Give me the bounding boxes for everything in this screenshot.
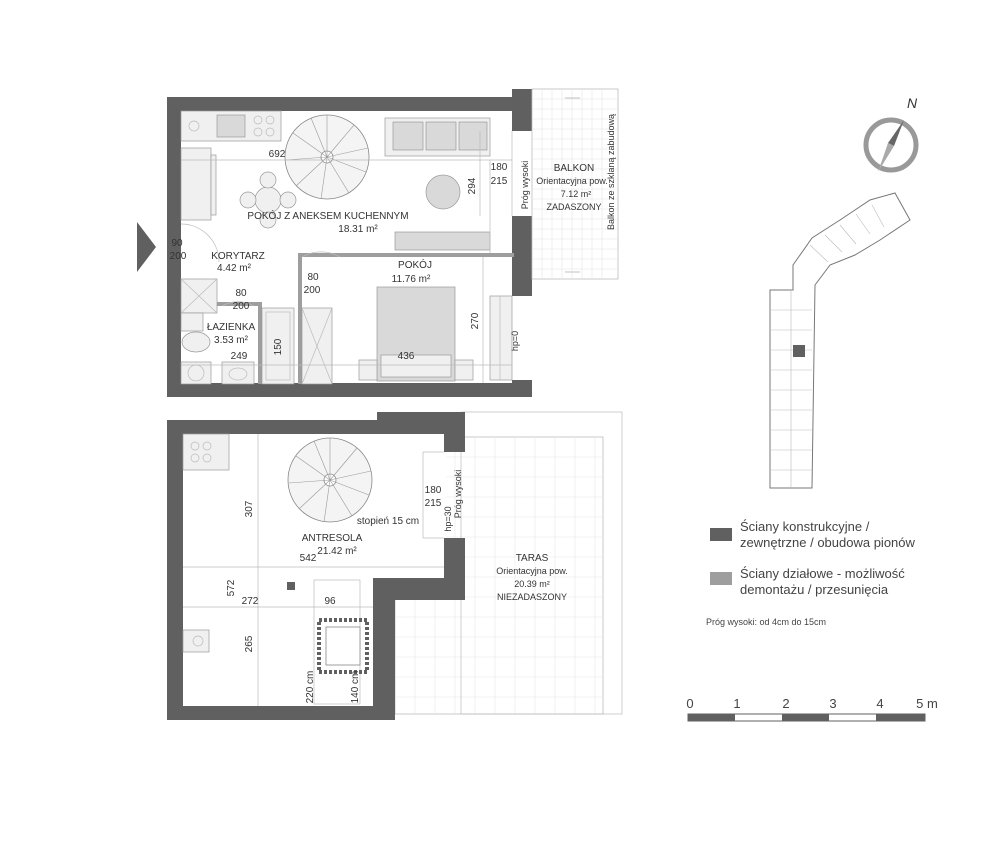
room-name: POKÓJ xyxy=(398,258,432,271)
scale-tick-3: 3 xyxy=(829,696,836,711)
room-area: 11.76 m² xyxy=(392,274,431,285)
partition-hall xyxy=(298,253,302,384)
balcony-area: 7.12 m² xyxy=(561,189,592,199)
scale-tick-2: 2 xyxy=(782,696,789,711)
dim-total-depth: 572 xyxy=(226,579,237,596)
dim-mid-width: 272 xyxy=(242,596,259,607)
balcony-covered: ZADASZONY xyxy=(546,202,601,212)
lower-wall-top-right xyxy=(377,412,465,434)
dim-entry-h: 200 xyxy=(170,251,187,262)
compass-needle-north-icon xyxy=(888,120,904,146)
mezzanine-name: ANTRESOLA xyxy=(302,533,363,544)
compass-north-label: N xyxy=(907,95,918,111)
threshold-lower-label: Próg wysoki xyxy=(453,470,463,519)
dim-lower-door-w: 180 xyxy=(425,485,442,496)
dim-entry-w: 90 xyxy=(171,238,183,249)
upper-wall-right-top xyxy=(512,89,532,131)
legend-structural-line1: Ściany konstrukcyjne / xyxy=(740,519,870,534)
dim-living-depth: 294 xyxy=(467,177,478,194)
dim-lower-width: 542 xyxy=(300,553,317,564)
living-room-area: 18.31 m² xyxy=(338,224,378,235)
dim-bath-door-h: 200 xyxy=(233,301,250,312)
dim-lower-depth: 265 xyxy=(244,635,255,652)
stair-step-label: stopień 15 cm xyxy=(357,516,419,527)
legend-threshold-note: Próg wysoki: od 4cm do 15cm xyxy=(706,617,826,627)
terrace-name: TARAS xyxy=(516,553,549,564)
upper-floor: POKÓJ Z ANEKSEM KUCHENNYM 18.31 m² KORYT… xyxy=(137,89,532,397)
scale-tick-5: 5 m xyxy=(916,696,938,711)
balcony-name: BALKON xyxy=(554,163,595,174)
upper-wall-right-bottom xyxy=(512,380,532,397)
legend-structural-line2: zewnętrzne / obudowa pionów xyxy=(740,535,916,550)
scale-tick-1: 1 xyxy=(733,696,740,711)
partition-bath-side xyxy=(258,302,262,384)
legend-swatch-structural xyxy=(710,528,732,541)
dim-room-depth: 270 xyxy=(470,312,481,329)
dim-room-door-w: 80 xyxy=(307,272,319,283)
upper-wall-left xyxy=(167,97,181,397)
dim-balcony-door-w: 180 xyxy=(491,162,508,173)
dim-hatch-width: 96 xyxy=(324,596,336,607)
dim-upper-depth: 307 xyxy=(244,500,255,517)
mezzanine-area: 21.42 m² xyxy=(317,546,357,557)
upper-wall-bottom xyxy=(167,383,531,397)
compass: N xyxy=(863,95,919,173)
scale-bar: 0 1 2 3 4 5 m xyxy=(686,696,938,722)
legend-partition-line1: Ściany działowe - możliwość xyxy=(740,566,905,581)
threshold-lower-hp: hp=30 xyxy=(443,506,453,531)
corridor-area: 4.42 m² xyxy=(217,263,252,274)
terrace-orientation: Orientacyjna pow. xyxy=(496,566,568,576)
legend-swatch-partition xyxy=(710,572,732,585)
lower-wall-right-top xyxy=(444,412,465,452)
dim-height-140: 140 cm xyxy=(350,671,361,704)
spiral-stair-upper xyxy=(284,114,370,200)
terrace-area: 20.39 m² xyxy=(514,579,550,589)
scale-tick-4: 4 xyxy=(876,696,883,711)
living-room-name: POKÓJ Z ANEKSEM KUCHENNYM xyxy=(247,209,408,222)
lower-wall-right-mid xyxy=(444,538,465,583)
upper-wall-top xyxy=(167,97,512,111)
lower-wall-right-bottom xyxy=(373,578,395,720)
corridor-name: KORYTARZ xyxy=(211,251,265,262)
threshold-upper-balcony: Próg wysoki xyxy=(520,161,530,210)
bathroom-name: ŁAZIENKA xyxy=(207,322,256,333)
lower-floor: ANTRESOLA 21.42 m² TARAS Orientacyjna po… xyxy=(167,411,623,720)
lower-wall-top-left xyxy=(167,420,380,434)
dim-bath-width: 249 xyxy=(231,351,248,362)
dim-bath-tub: 150 xyxy=(273,338,284,355)
scale-tick-0: 0 xyxy=(686,696,693,711)
legend-partition-line2: demontażu / przesunięcia xyxy=(740,582,889,597)
compass-needle-south-icon xyxy=(878,143,894,172)
balcony: BALKON Orientacyjna pow. 7.12 m² ZADASZO… xyxy=(531,88,619,280)
balcony-glazing-note: Balkon ze szklaną zabudową xyxy=(606,114,616,230)
partition-room xyxy=(300,253,514,257)
lower-wall-step xyxy=(373,578,465,600)
dim-living-width: 692 xyxy=(269,149,286,160)
partition-bath-top xyxy=(181,302,261,306)
threshold-upper-hp: hp=0 xyxy=(510,331,520,351)
balcony-orientation: Orientacyjna pow. xyxy=(536,176,608,186)
dim-balcony-door-h: 215 xyxy=(491,176,508,187)
compass-ring-icon xyxy=(863,117,919,173)
dim-room-door-h: 200 xyxy=(304,285,321,296)
terrace-uncovered: NIEZADASZONY xyxy=(497,592,567,602)
bathroom-area: 3.53 m² xyxy=(214,335,249,346)
lower-wall-left xyxy=(167,420,183,720)
dim-room-width: 436 xyxy=(398,351,415,362)
building-key-plan xyxy=(769,192,911,489)
spiral-stair-lower xyxy=(287,437,373,523)
lower-wall-bottom xyxy=(167,706,393,720)
dim-bath-door-w: 80 xyxy=(235,288,247,299)
legend: Ściany konstrukcyjne / zewnętrzne / obud… xyxy=(706,519,916,627)
upper-wall-right-mid xyxy=(512,216,532,296)
entrance-arrow xyxy=(137,222,156,272)
dim-lower-door-h: 215 xyxy=(425,498,442,509)
dim-height-220: 220 cm xyxy=(305,671,316,704)
